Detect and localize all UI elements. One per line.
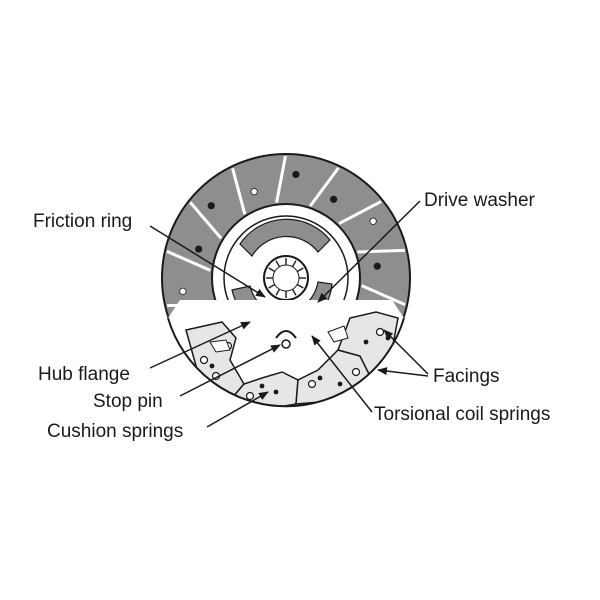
leader-hub-flange	[149, 321, 251, 369]
leader-lines	[149, 200, 429, 428]
label-torsional-coil-springs: Torsional coil springs	[374, 404, 551, 425]
label-facings: Facings	[433, 366, 500, 387]
cutaway-outline	[167, 317, 405, 408]
leader-drive-washer	[317, 200, 421, 303]
stop-pin	[275, 330, 297, 349]
label-friction-ring: Friction ring	[33, 211, 133, 232]
cutaway-section	[168, 300, 404, 407]
leader-stop-pin	[179, 344, 281, 397]
leader-friction-ring	[149, 225, 266, 298]
label-cushion-springs: Cushion springs	[47, 421, 184, 442]
leader-facings-1	[383, 329, 429, 375]
splined-hub	[263, 255, 309, 301]
leader-cushion-springs	[206, 391, 269, 428]
label-hub-flange: Hub flange	[38, 364, 130, 385]
leader-torsional-springs	[311, 335, 373, 413]
label-stop-pin: Stop pin	[93, 391, 163, 412]
label-drive-washer: Drive washer	[424, 190, 535, 211]
leader-facings-2	[377, 367, 429, 377]
